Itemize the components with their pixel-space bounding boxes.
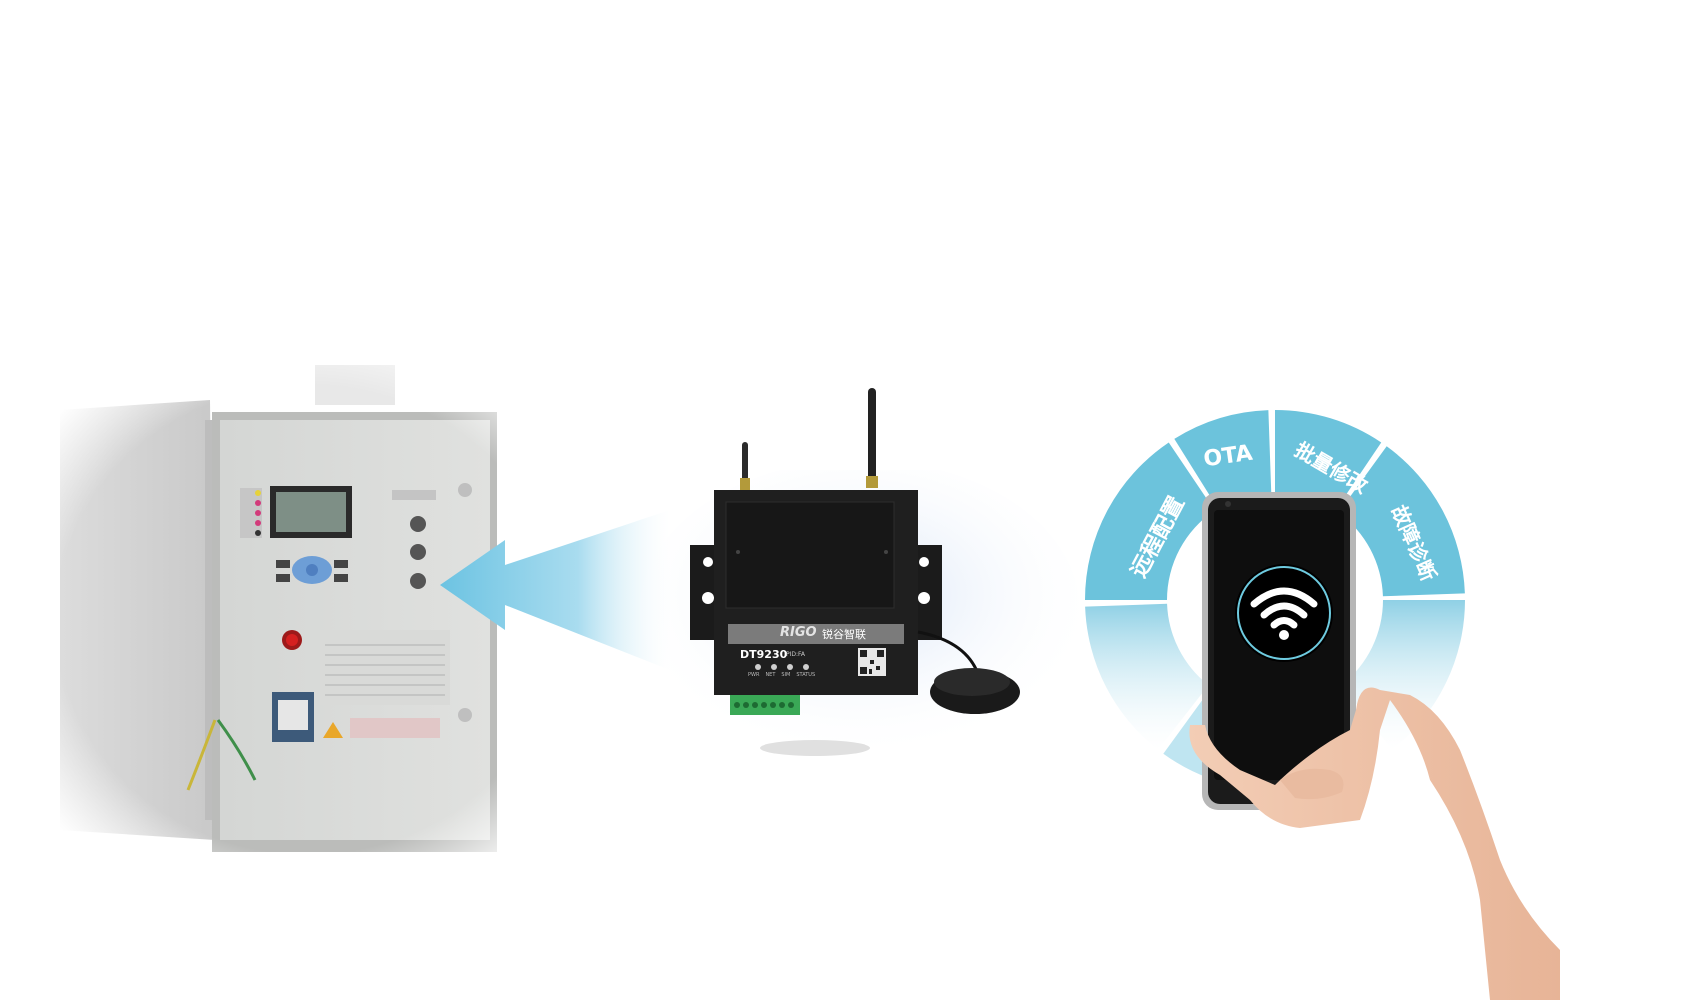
led-label-sim: SIM (781, 672, 791, 678)
led-label-net: NET (765, 672, 776, 678)
ring-segment-lower-left (1085, 603, 1209, 750)
device-led-labels: PWR NET SIM STATUS (748, 672, 858, 678)
phone-in-hand (1180, 480, 1560, 1000)
led-label-status: STATUS (796, 672, 816, 678)
signal-arrow (430, 490, 690, 690)
wifi-icon (1250, 582, 1318, 642)
ring-segment-fault-diagnosis (1338, 446, 1465, 597)
device-brand-logo: RIGO (780, 625, 817, 640)
ring-segment-remote-config (1085, 442, 1215, 600)
ring-segment-ota (1174, 410, 1272, 509)
control-cabinet (0, 360, 560, 880)
dtu-device: RIGO 锐谷智联 DT9230 PID:FA PWR NET SIM STAT… (690, 380, 1050, 780)
ring-segment-batch-modify (1275, 410, 1382, 511)
led-label-pwr: PWR (748, 672, 760, 678)
device-model-suffix: PID:FA (786, 651, 806, 658)
device-model: DT9230 (740, 648, 788, 661)
device-brand-cn: 锐谷智联 (822, 628, 866, 641)
